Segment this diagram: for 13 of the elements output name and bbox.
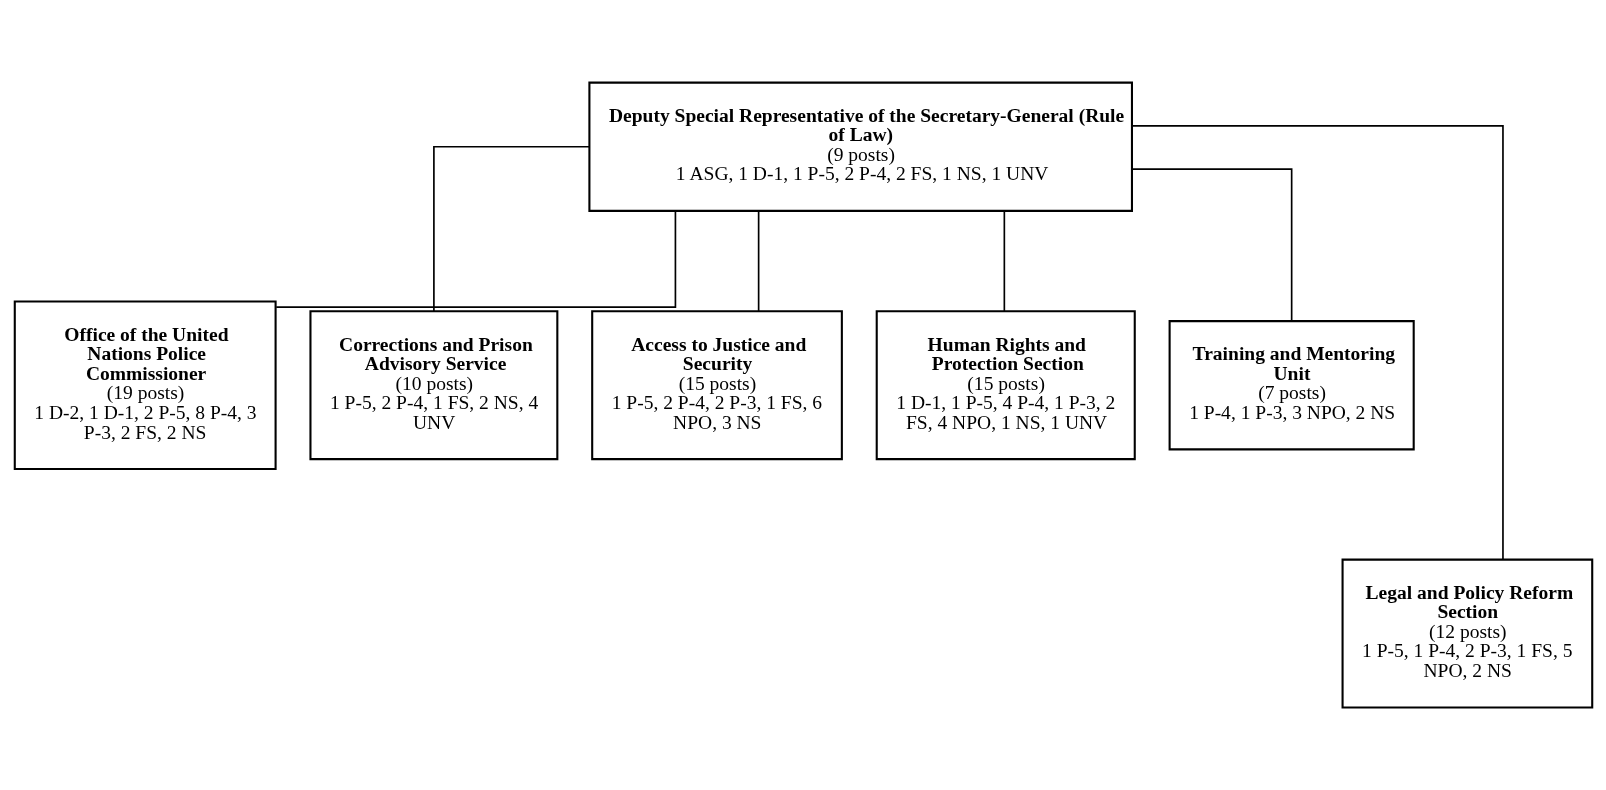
- node-box: Access to Justice and Security (15 posts) 1 P-5, 2 P-4, 2 P-3, 1 FS, 6 NPO, 3 NS: [590, 310, 843, 461]
- node-box: Office of the United Nations Police Commissioner (19 posts) 1 D-2, 1 D-1, 2 P-5, 8 P-4, 3 P-3, 2 FS, 2 NS: [13, 300, 277, 470]
- connector: [1131, 168, 1292, 322]
- connector: [432, 145, 590, 312]
- node-box: Human Rights and Protection Section (15 posts) 1 D-1, 1 P-5, 4 P-4, 1 P-3, 2 FS, 4 NPO, 1 NS, 1 UNV: [875, 310, 1136, 461]
- connector: [1130, 125, 1504, 560]
- connector: [757, 210, 759, 312]
- node-box: Legal and Policy Reform Section (12 posts) 1 P-5, 1 P-4, 2 P-3, 1 FS, 5 NPO, 2 NS: [1341, 558, 1593, 709]
- node-box: Training and Mentoring Unit (7 posts) 1 P-4, 1 P-3, 3 NPO, 2 NS: [1168, 320, 1415, 451]
- connector: [1003, 210, 1005, 312]
- connector: [274, 210, 676, 308]
- node-box: Corrections and Prison Advisory Service (10 posts) 1 P-5, 2 P-4, 1 FS, 2 NS, 4 UNV: [308, 310, 558, 461]
- node-box: Deputy Special Representative of the Secretary-General (Rule of Law) (9 posts) 1 ASG, 1 D-1, 1 P-5, 2 P-4, 2 FS, 1 NS, 1 UNV: [587, 81, 1133, 212]
